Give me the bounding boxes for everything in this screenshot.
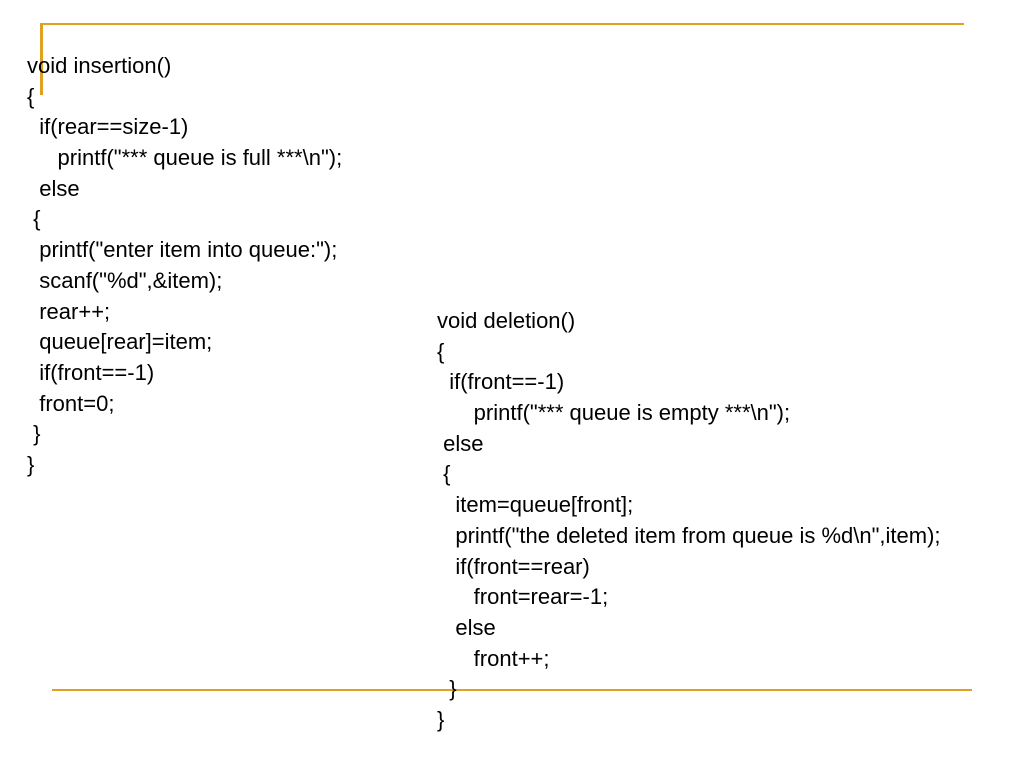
code-line: printf("*** queue is full ***\n"); xyxy=(27,145,343,171)
code-line: if(front==rear) xyxy=(437,553,590,579)
code-line: front++; xyxy=(437,645,550,671)
code-line: item=queue[front]; xyxy=(437,492,634,518)
insertion-function-code: void insertion() { if(rear==size-1) print… xyxy=(27,51,342,481)
code-line: void insertion() xyxy=(27,53,172,78)
code-line: scanf("%d",&item); xyxy=(27,267,223,293)
code-line: queue[rear]=item; xyxy=(27,329,213,355)
code-line: } xyxy=(437,706,445,732)
code-line: printf("*** queue is empty ***\n"); xyxy=(437,400,791,426)
code-line: if(front==-1) xyxy=(27,359,155,385)
deletion-function-code: void deletion() { if(front==-1) printf("*… xyxy=(437,306,941,736)
code-line: if(rear==size-1) xyxy=(27,114,189,140)
code-line: { xyxy=(437,338,445,364)
code-line: void deletion() xyxy=(437,308,576,333)
code-line: front=0; xyxy=(27,390,115,416)
code-line: } xyxy=(27,421,41,447)
code-line: printf("enter item into queue:"); xyxy=(27,237,338,263)
code-line: { xyxy=(437,461,451,487)
code-line: else xyxy=(27,175,80,201)
code-line: front=rear=-1; xyxy=(437,584,609,610)
code-line: else xyxy=(437,430,484,456)
bottom-accent-rule xyxy=(52,689,972,691)
code-line: { xyxy=(27,83,35,109)
left-accent-rule xyxy=(40,23,43,95)
code-line: else xyxy=(437,614,496,640)
code-line: rear++; xyxy=(27,298,111,324)
code-line: { xyxy=(27,206,41,232)
code-line: } xyxy=(437,676,457,702)
code-line: printf("the deleted item from queue is %… xyxy=(437,522,941,548)
code-line: if(front==-1) xyxy=(437,369,565,395)
code-line: } xyxy=(27,451,35,477)
top-accent-rule xyxy=(40,23,964,25)
